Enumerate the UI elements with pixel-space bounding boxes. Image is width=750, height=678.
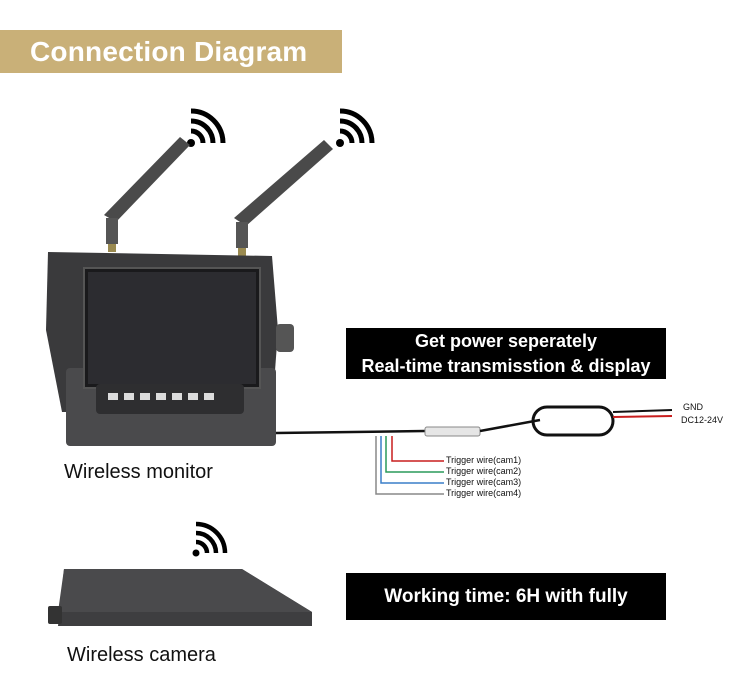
trigger-label-cam3: Trigger wire(cam3)	[446, 477, 522, 487]
wifi-signal-icon-camera	[192, 521, 228, 557]
monitor-caption: Wireless monitor	[64, 461, 213, 483]
diagram-title: Connection Diagram	[0, 30, 342, 73]
trigger-label-cam1: Trigger wire(cam1)	[446, 455, 522, 465]
wifi-signal-icon-right	[336, 108, 375, 147]
camera	[48, 569, 312, 626]
antenna-right	[234, 140, 333, 256]
gnd-label: GND	[683, 402, 703, 412]
power-cable	[275, 405, 673, 437]
trigger-wires	[375, 436, 444, 495]
monitor	[46, 252, 294, 446]
working-time-banner: Working time: 6H with fully charged	[346, 573, 666, 654]
power-info-banner: Get power seperately Real-time transmiss…	[346, 328, 666, 379]
antenna-left	[104, 137, 190, 252]
wifi-signal-icon-left	[187, 108, 226, 147]
camera-caption: Wireless camera	[67, 644, 216, 666]
trigger-label-cam2: Trigger wire(cam2)	[446, 466, 522, 476]
trigger-label-cam4: Trigger wire(cam4)	[446, 488, 522, 498]
dc-voltage-label: DC12-24V	[681, 415, 724, 425]
power-banner-line2: Real-time transmisstion & display	[361, 356, 651, 376]
power-banner-line1: Get power seperately	[414, 331, 598, 351]
